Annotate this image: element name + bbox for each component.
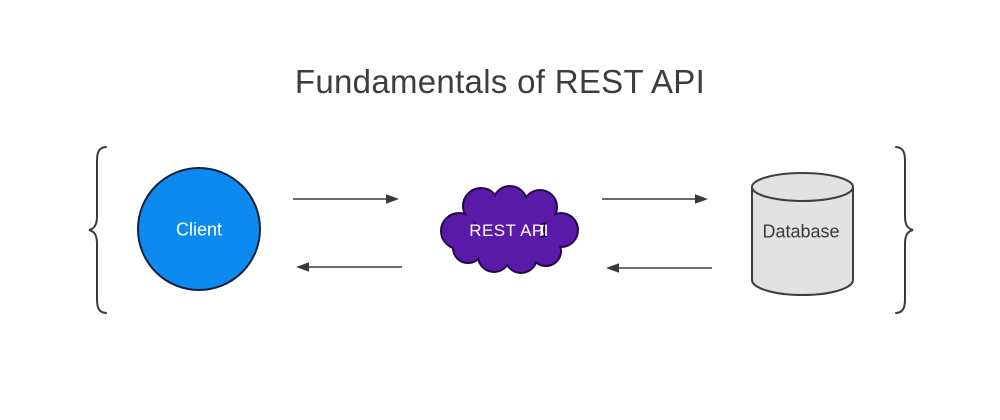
arrows xyxy=(293,194,712,273)
arrow-client-to-api xyxy=(293,194,399,204)
database-cylinder-shape xyxy=(751,172,854,296)
page-title: Fundamentals of REST API xyxy=(294,63,706,100)
client-node-label: Client xyxy=(175,219,223,240)
arrowhead-left-icon xyxy=(296,262,309,272)
arrowhead-left-icon xyxy=(606,263,619,273)
database-node-label: Database xyxy=(762,221,840,242)
api-node-label: REST API xyxy=(469,221,549,240)
client-node-shape xyxy=(137,167,261,291)
arrow-api-to-database xyxy=(602,194,708,204)
right-brace xyxy=(895,146,914,314)
left-brace xyxy=(88,146,107,314)
arrowhead-right-icon xyxy=(695,194,708,204)
arrowhead-right-icon xyxy=(386,194,399,204)
arrow-database-to-api xyxy=(606,263,712,273)
arrow-api-to-client xyxy=(296,262,402,272)
api-cloud-shape xyxy=(440,185,579,274)
